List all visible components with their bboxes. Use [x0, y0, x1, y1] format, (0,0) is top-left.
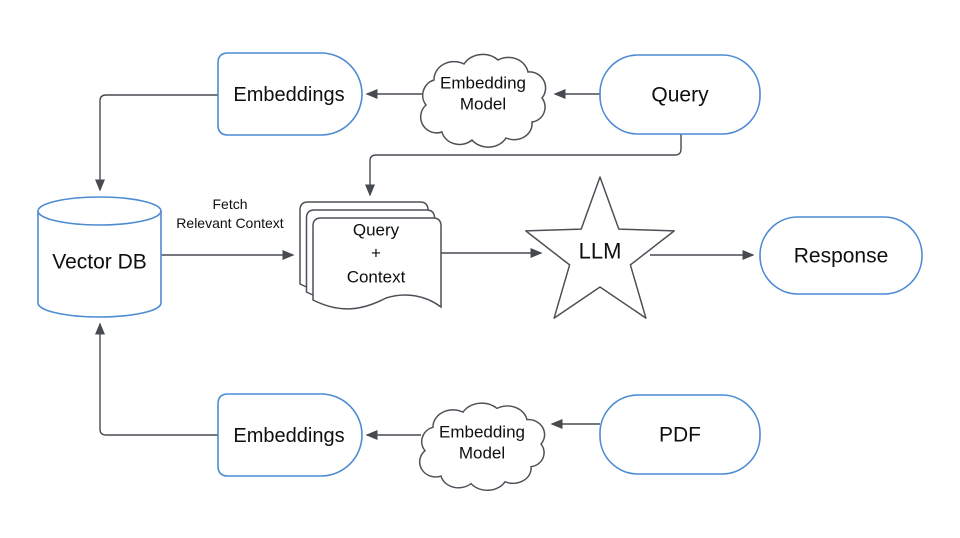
vector-db-rim: [37, 210, 162, 226]
embedding-model-bottom-label-line2: Model: [459, 444, 505, 463]
node-llm: LLM: [525, 176, 675, 319]
embedding-model-bottom-label-line1: Embedding: [439, 423, 525, 442]
query-context-label-line1: Query: [353, 221, 400, 240]
query-context-page-front: [312, 217, 442, 310]
node-embeddings-bottom: Embeddings: [217, 393, 363, 477]
edge-query-to-query-context: [365, 134, 682, 197]
node-query-context: Query + Context: [299, 201, 442, 310]
embeddings-top-label: Embeddings: [233, 84, 344, 106]
response-label: Response: [794, 245, 889, 268]
vector-db-shape: [37, 196, 162, 318]
node-query: Query: [599, 54, 761, 135]
node-embedding-model-bottom: Embedding Model: [418, 402, 546, 491]
edge-label-fetch-relevant-context: Fetch Relevant Context: [176, 196, 284, 231]
query-label: Query: [651, 84, 709, 107]
node-embedding-model-top: Embedding Model: [419, 53, 547, 148]
edges: [95, 89, 755, 440]
fetch-label-line1: Fetch: [212, 196, 247, 212]
embedding-model-bottom-shape: [418, 402, 546, 491]
node-response: Response: [759, 216, 923, 295]
node-embeddings-top: Embeddings: [217, 52, 363, 136]
embeddings-bottom-shape: [217, 393, 363, 477]
pdf-label: PDF: [659, 424, 701, 447]
embeddings-bottom-label: Embeddings: [233, 425, 344, 447]
response-shape: [759, 216, 923, 295]
edge-embeddings-bottom-to-vector-db: [95, 322, 218, 436]
embedding-model-top-label-line2: Model: [460, 95, 506, 114]
query-context-label-line2: +: [371, 244, 381, 263]
query-context-label-line3: Context: [347, 268, 406, 287]
query-shape: [599, 54, 761, 135]
embeddings-top-shape: [217, 52, 363, 136]
embedding-model-top-label-line1: Embedding: [440, 74, 526, 93]
node-vector-db: Vector DB: [37, 196, 162, 318]
llm-shape: [525, 176, 675, 319]
node-pdf: PDF: [599, 394, 761, 475]
llm-label: LLM: [579, 239, 622, 264]
edge-embeddings-top-to-vector-db: [95, 94, 218, 192]
pdf-shape: [599, 394, 761, 475]
fetch-label-line2: Relevant Context: [176, 215, 284, 231]
vector-db-label: Vector DB: [52, 251, 147, 274]
embedding-model-top-shape: [419, 53, 547, 148]
